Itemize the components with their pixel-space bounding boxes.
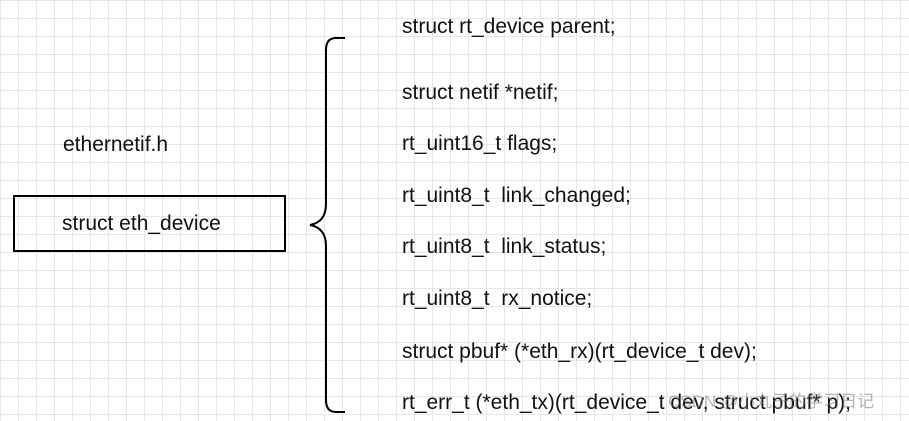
member-flags: rt_uint16_t flags;	[402, 132, 558, 155]
member-netif: struct netif *netif;	[402, 81, 559, 104]
member-parent: struct rt_device parent;	[402, 15, 616, 38]
member-eth-tx: rt_err_t (*eth_tx)(rt_device_t dev, stru…	[402, 391, 851, 414]
member-link-changed: rt_uint8_t link_changed;	[402, 184, 631, 207]
header-file-label: ethernetif.h	[63, 133, 169, 156]
struct-box: struct eth_device	[13, 195, 286, 252]
struct-name: struct eth_device	[62, 211, 221, 235]
member-eth-rx: struct pbuf* (*eth_rx)(rt_device_t dev);	[402, 340, 757, 363]
curly-brace	[309, 37, 345, 413]
watermark: CSDN @小丸子的学习日记	[668, 392, 875, 411]
member-link-status: rt_uint8_t link_status;	[402, 235, 607, 258]
member-rx-notice: rt_uint8_t rx_notice;	[402, 287, 593, 310]
